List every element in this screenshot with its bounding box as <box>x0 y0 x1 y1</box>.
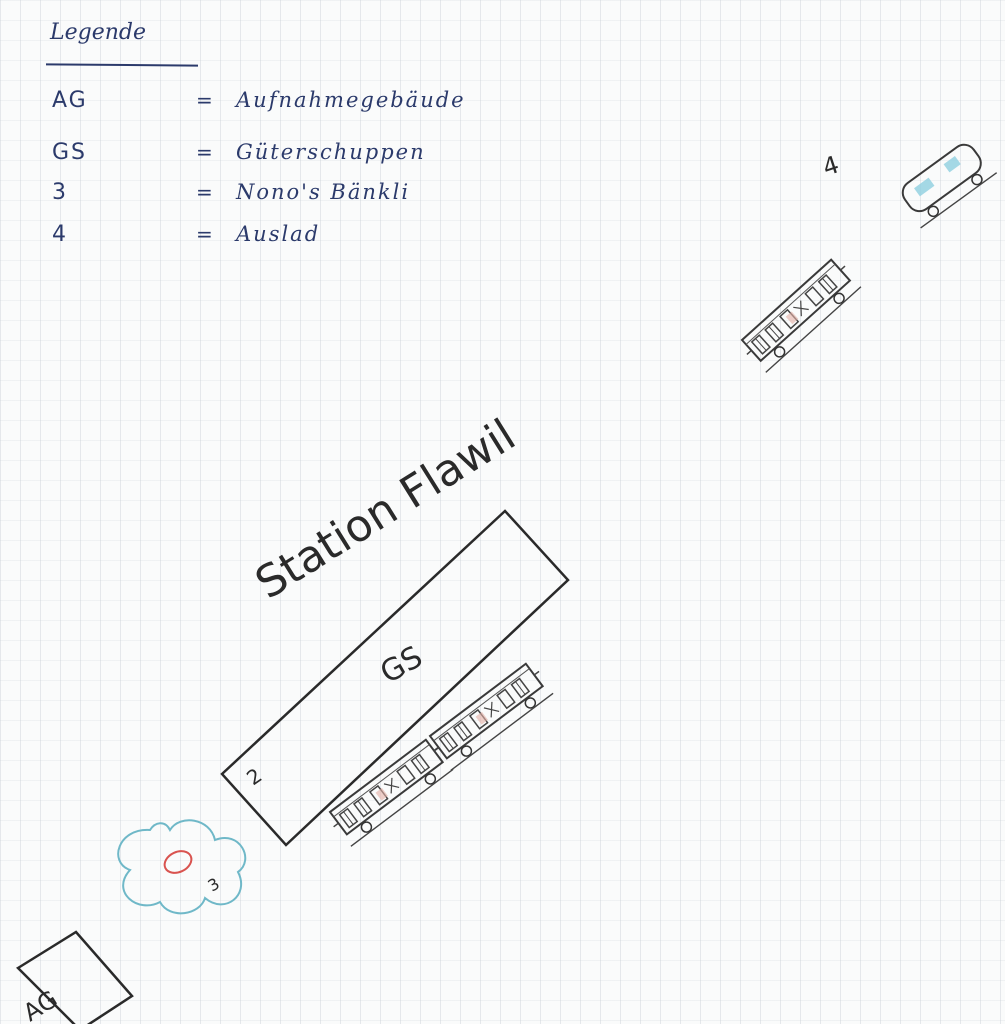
freight-train-unload <box>738 137 997 374</box>
aufnahmegebaeude-building: AG <box>18 932 132 1024</box>
gs-label: GS <box>375 639 429 690</box>
freight-train-gs <box>325 660 554 847</box>
ag-label: AG <box>18 985 62 1024</box>
gs-number: 2 <box>242 763 266 790</box>
station-title: Station Flawil <box>247 410 525 610</box>
bench-cloud: 3 <box>118 820 245 913</box>
bench-number: 3 <box>205 874 223 896</box>
unload-number: 4 <box>819 150 842 181</box>
